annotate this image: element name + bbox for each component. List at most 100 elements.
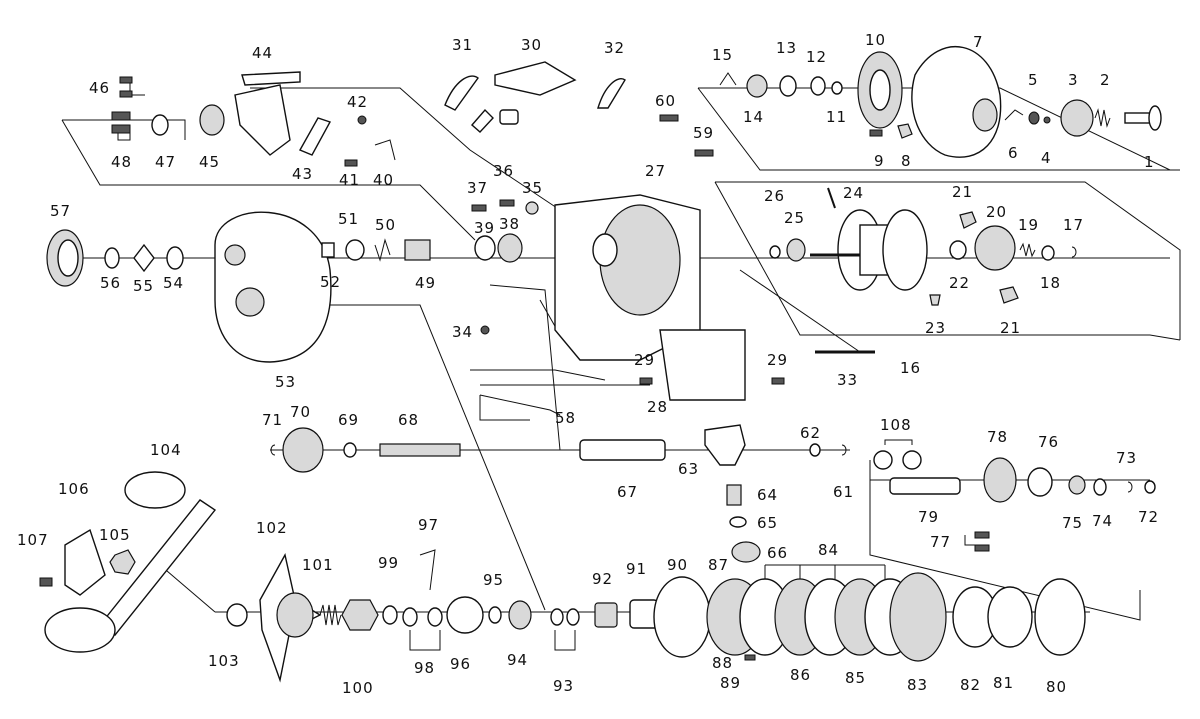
callout-57: 57 [50,202,71,220]
callout-29b: 29 [767,351,788,369]
callout-70: 70 [290,403,311,421]
callout-29a: 29 [634,351,655,369]
callout-37: 37 [467,179,488,197]
callout-49: 49 [415,274,436,292]
callout-10: 10 [865,31,886,49]
callout-14: 14 [743,108,764,126]
callout-84: 84 [818,541,839,559]
callout-39: 39 [474,219,495,237]
callout-32: 32 [604,39,625,57]
callout-48: 48 [111,153,132,171]
callout-99: 99 [378,554,399,572]
parts [39,46,1162,683]
callout-108: 108 [880,416,912,434]
callout-66: 66 [767,544,788,562]
callout-92: 92 [592,570,613,588]
callout-94: 94 [507,651,528,669]
callout-79: 79 [918,508,939,526]
callout-77: 77 [930,533,951,551]
callout-51: 51 [338,210,359,228]
callout-18: 18 [1040,274,1061,292]
callout-4: 4 [1041,149,1052,167]
callout-86: 86 [790,666,811,684]
callout-41: 41 [339,171,360,189]
callout-25: 25 [784,209,805,227]
callout-labels: 1 2 3 4 5 6 7 8 9 10 11 12 13 14 15 16 1… [17,31,1159,697]
callout-1: 1 [1144,153,1155,171]
callout-38: 38 [499,215,520,233]
callout-59: 59 [693,124,714,142]
callout-22: 22 [949,274,970,292]
callout-47: 47 [155,153,176,171]
callout-24: 24 [843,184,864,202]
callout-35: 35 [522,179,543,197]
callout-89: 89 [720,674,741,692]
callout-96: 96 [450,655,471,673]
callout-21b: 21 [1000,319,1021,337]
callout-64: 64 [757,486,778,504]
callout-67: 67 [617,483,638,501]
callout-71: 71 [262,411,283,429]
callout-58: 58 [555,409,576,427]
callout-54: 54 [163,274,184,292]
callout-80: 80 [1046,678,1067,696]
callout-2: 2 [1100,71,1111,89]
callout-76: 76 [1038,433,1059,451]
callout-46: 46 [89,79,110,97]
callout-61: 61 [833,483,854,501]
callout-53: 53 [275,373,296,391]
callout-19: 19 [1018,216,1039,234]
callout-90: 90 [667,556,688,574]
callout-42: 42 [347,93,368,111]
callout-36: 36 [493,162,514,180]
callout-3: 3 [1068,71,1079,89]
callout-11: 11 [826,108,847,126]
callout-5: 5 [1028,71,1039,89]
callout-88: 88 [712,654,733,672]
callout-100: 100 [342,679,374,697]
callout-52: 52 [320,273,341,291]
callout-31: 31 [452,36,473,54]
callout-40: 40 [373,171,394,189]
callout-33: 33 [837,371,858,389]
callout-69: 69 [338,411,359,429]
callout-97: 97 [418,516,439,534]
callout-62: 62 [800,424,821,442]
callout-23: 23 [925,319,946,337]
callout-28: 28 [647,398,668,416]
callout-74: 74 [1092,512,1113,530]
callout-56: 56 [100,274,121,292]
callout-6: 6 [1008,144,1019,162]
callout-16: 16 [900,359,921,377]
assembly-lines [60,80,1181,651]
callout-107: 107 [17,531,49,549]
callout-12: 12 [806,48,827,66]
callout-98: 98 [414,659,435,677]
callout-75: 75 [1062,514,1083,532]
callout-30: 30 [521,36,542,54]
callout-8: 8 [901,152,912,170]
callout-7: 7 [973,33,984,51]
callout-21a: 21 [952,183,973,201]
callout-73: 73 [1116,449,1137,467]
callout-27: 27 [645,162,666,180]
callout-81: 81 [993,674,1014,692]
callout-34: 34 [452,323,473,341]
callout-78: 78 [987,428,1008,446]
callout-26: 26 [764,187,785,205]
callout-45: 45 [199,153,220,171]
callout-15: 15 [712,46,733,64]
callout-106: 106 [58,480,90,498]
callout-50: 50 [375,216,396,234]
callout-68: 68 [398,411,419,429]
callout-103: 103 [208,652,240,670]
callout-20: 20 [986,203,1007,221]
callout-72: 72 [1138,508,1159,526]
callout-101: 101 [302,556,334,574]
callout-65: 65 [757,514,778,532]
callout-85: 85 [845,669,866,687]
callout-105: 105 [99,526,131,544]
callout-13: 13 [776,39,797,57]
callout-87: 87 [708,556,729,574]
